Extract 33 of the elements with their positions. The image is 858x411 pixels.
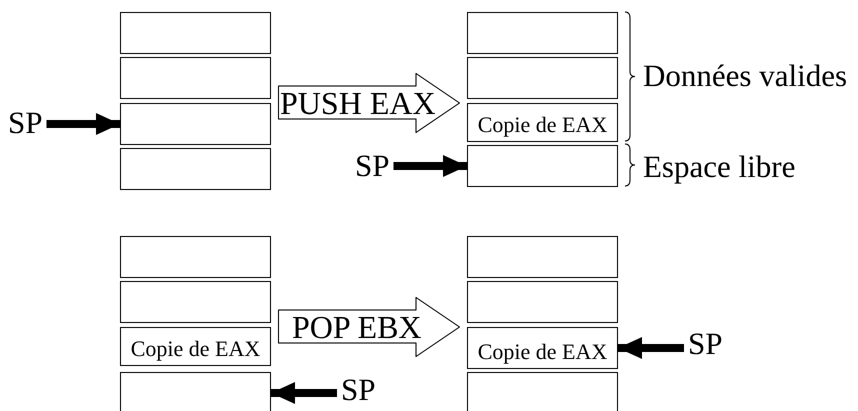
pointer-label: SP bbox=[341, 374, 376, 405]
pointer-arrow bbox=[618, 337, 684, 359]
pointer-label: SP bbox=[355, 150, 390, 181]
stack-cell bbox=[120, 57, 271, 99]
stack-cell bbox=[467, 327, 618, 369]
pointer-arrow bbox=[271, 382, 337, 404]
pointer-label: SP bbox=[688, 328, 722, 359]
instruction-label: PUSH EAX bbox=[280, 87, 436, 119]
stack-cell bbox=[467, 12, 618, 54]
cell-text: Copie de EAX bbox=[478, 114, 608, 139]
stack-cell bbox=[467, 236, 618, 278]
stack-cell bbox=[120, 148, 271, 190]
stack-cell bbox=[120, 327, 271, 366]
pointer-label: SP bbox=[8, 107, 42, 138]
stack-cell bbox=[120, 236, 271, 278]
pointer-arrow bbox=[393, 155, 467, 177]
stack-cell bbox=[467, 57, 618, 99]
stack-cell bbox=[120, 372, 271, 411]
cell-text: Copie de EAX bbox=[130, 338, 260, 363]
pointer-arrow bbox=[46, 113, 120, 135]
block-arrow bbox=[278, 73, 460, 133]
brace-label: Espace libre bbox=[643, 151, 796, 182]
stack-cell bbox=[120, 281, 271, 323]
brace-label: Données valides bbox=[643, 60, 848, 91]
stack-cell bbox=[120, 12, 271, 54]
stack-cell bbox=[467, 281, 618, 323]
cell-text: Copie de EAX bbox=[478, 341, 608, 366]
instruction-label: POP EBX bbox=[292, 311, 422, 343]
stack-cell bbox=[120, 103, 271, 145]
stack-cell bbox=[467, 103, 618, 142]
stack-cell bbox=[467, 372, 618, 411]
block-arrow bbox=[278, 297, 460, 357]
stack-cell bbox=[467, 145, 618, 187]
